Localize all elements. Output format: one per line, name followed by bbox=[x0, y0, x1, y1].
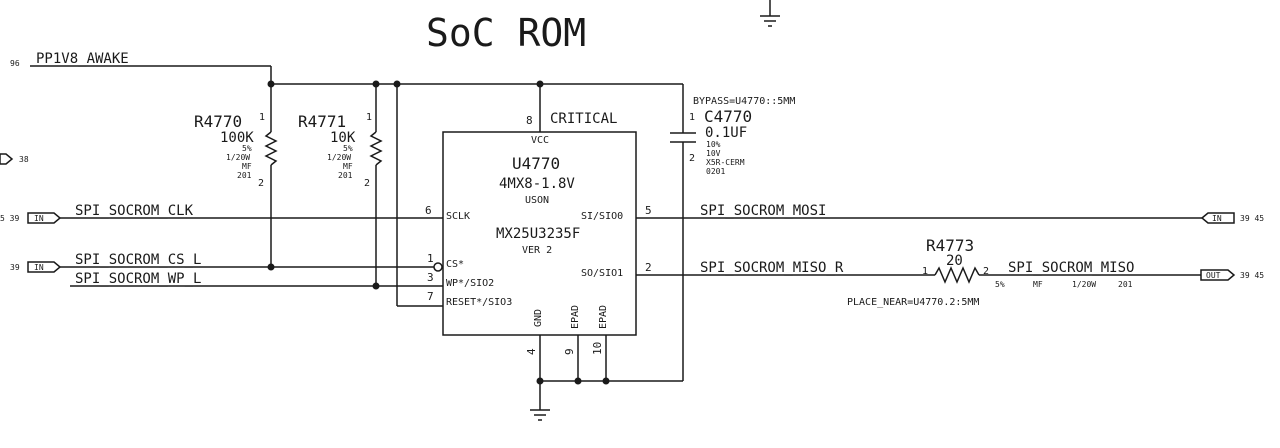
ic-value: 4MX8-1.8V bbox=[499, 176, 575, 192]
pin-wp-num: 3 bbox=[427, 271, 434, 284]
r4770-value: 100K bbox=[220, 130, 254, 146]
vcc-pin-label: VCC bbox=[531, 135, 549, 146]
pin-si-num: 5 bbox=[645, 204, 652, 217]
pin-so-label: SO/SIO1 bbox=[581, 268, 623, 279]
ic-part: MX25U3235F bbox=[496, 226, 580, 242]
r4771-power: 1/20W bbox=[327, 153, 351, 162]
mosi-net-label: SPI_SOCROM_MOSI bbox=[700, 203, 826, 219]
pin-epad2-num: 10 bbox=[591, 342, 604, 355]
r4770-pin2: 2 bbox=[258, 178, 264, 189]
pin-wp-label: WP*/SIO2 bbox=[446, 278, 494, 289]
ic-version: VER 2 bbox=[522, 245, 552, 256]
clk-port-refs: 5 39 bbox=[0, 214, 19, 223]
pin-epad1-num: 9 bbox=[563, 348, 576, 355]
r4771-size: 201 bbox=[338, 171, 353, 180]
pin-sclk-label: SCLK bbox=[446, 211, 470, 222]
pin-si-label: SI/SIO0 bbox=[581, 211, 623, 222]
vcc-pin-num: 8 bbox=[526, 114, 533, 127]
cs-port-ref: 39 bbox=[10, 263, 20, 272]
r4771-type: MF bbox=[343, 162, 353, 171]
r4770-power: 1/20W bbox=[226, 153, 250, 162]
r4771-value: 10K bbox=[330, 130, 356, 146]
r4773-refdes: R4773 bbox=[926, 236, 974, 255]
r4773-place: PLACE_NEAR=U4770.2:5MM bbox=[847, 297, 979, 308]
r4770-size: 201 bbox=[237, 171, 252, 180]
r4771-refdes: R4771 bbox=[298, 112, 346, 131]
net-spi-miso: SPI_SOCROM_MISO_R R4773 20 1 2 5% MF 1/2… bbox=[636, 236, 1264, 308]
c4770-tol: 10% bbox=[706, 140, 721, 149]
wp-net-label: SPI_SOCROM_WP_L bbox=[75, 271, 201, 287]
ground-net-bottom bbox=[530, 335, 683, 421]
net-spi-mosi: SPI_SOCROM_MOSI IN 39 45 bbox=[636, 203, 1264, 224]
pin-reset-num: 7 bbox=[427, 290, 434, 303]
miso-r-net-label: SPI_SOCROM_MISO_R bbox=[700, 260, 844, 276]
r4770-tol: 5% bbox=[242, 144, 252, 153]
miso-port-refs: 39 45 bbox=[1240, 271, 1264, 280]
r4773-size: 201 bbox=[1118, 280, 1133, 289]
r4770-type: MF bbox=[242, 162, 252, 171]
c4770-voltage: 10V bbox=[706, 149, 721, 158]
offpage-port-left-top: 38 bbox=[0, 153, 29, 165]
critical-label: CRITICAL bbox=[550, 111, 617, 127]
miso-port-out: OUT bbox=[1206, 271, 1221, 280]
clk-net-label: SPI_SOCROM_CLK bbox=[75, 203, 194, 219]
r4773-value: 20 bbox=[946, 253, 963, 269]
pin-so-num: 2 bbox=[645, 261, 652, 274]
r4773-pin1: 1 bbox=[922, 266, 928, 277]
pin-reset-label: RESET*/SIO3 bbox=[446, 297, 512, 308]
r4770-pin1: 1 bbox=[259, 112, 265, 123]
pin-sclk-num: 6 bbox=[425, 204, 432, 217]
c4770-pin2: 2 bbox=[689, 153, 695, 164]
c4770-refdes: C4770 bbox=[704, 107, 752, 126]
clk-port-in: IN bbox=[34, 214, 44, 223]
r4773-tol: 5% bbox=[995, 280, 1005, 289]
r4771-pin1: 1 bbox=[366, 112, 372, 123]
net-spi-wp: SPI_SOCROM_WP_L bbox=[70, 271, 443, 290]
pin-gnd-label: GND bbox=[533, 309, 544, 327]
r4773-power: 1/20W bbox=[1072, 280, 1096, 289]
net-spi-cs: 39 IN SPI_SOCROM_CS_L bbox=[10, 252, 434, 273]
mosi-port-refs: 39 45 bbox=[1240, 214, 1264, 223]
r4770-refdes: R4770 bbox=[194, 112, 242, 131]
resistor-r4770: R4770 1 100K 5% 1/20W MF 201 2 bbox=[194, 84, 278, 267]
r4773-pin2: 2 bbox=[983, 266, 989, 277]
pin-gnd-num: 4 bbox=[525, 348, 538, 355]
page-title: SoC ROM bbox=[426, 11, 586, 55]
c4770-value: 0.1UF bbox=[705, 125, 747, 141]
cs-net-label: SPI_SOCROM_CS_L bbox=[75, 252, 201, 268]
c4770-bypass: BYPASS=U4770::5MM bbox=[693, 96, 795, 107]
ic-refdes: U4770 bbox=[512, 154, 560, 173]
power-ref: 96 bbox=[10, 59, 20, 68]
mosi-port-in: IN bbox=[1212, 214, 1222, 223]
miso-net-label: SPI_SOCROM_MISO bbox=[1008, 260, 1134, 276]
power-net-label: PP1V8_AWAKE bbox=[36, 51, 129, 67]
net-spi-clk: 5 39 IN SPI_SOCROM_CLK bbox=[0, 203, 443, 224]
ic-u4770: 8 CRITICAL VCC U4770 4MX8-1.8V USON MX25… bbox=[425, 84, 652, 355]
ground-symbol-top bbox=[760, 0, 780, 27]
pin-cs-num: 1 bbox=[427, 252, 434, 265]
pin-epad1-label: EPAD bbox=[570, 305, 581, 329]
r4771-tol: 5% bbox=[343, 144, 353, 153]
ic-package: USON bbox=[525, 195, 549, 206]
resistor-r4771: R4771 1 10K 5% 1/20W MF 201 2 bbox=[298, 84, 383, 286]
r4773-type: MF bbox=[1033, 280, 1043, 289]
c4770-size: 0201 bbox=[706, 167, 725, 176]
power-net: 96 PP1V8_AWAKE bbox=[10, 51, 683, 88]
c4770-pin1: 1 bbox=[689, 112, 695, 123]
pin-cs-label: CS* bbox=[446, 259, 464, 270]
left-top-ref: 38 bbox=[19, 155, 29, 164]
r4771-pin2: 2 bbox=[364, 178, 370, 189]
c4770-dielectric: X5R-CERM bbox=[706, 158, 745, 167]
pin-epad2-label: EPAD bbox=[598, 305, 609, 329]
cs-port-in: IN bbox=[34, 263, 44, 272]
capacitor-c4770: BYPASS=U4770::5MM 1 C4770 0.1UF 10% 10V … bbox=[670, 84, 795, 381]
